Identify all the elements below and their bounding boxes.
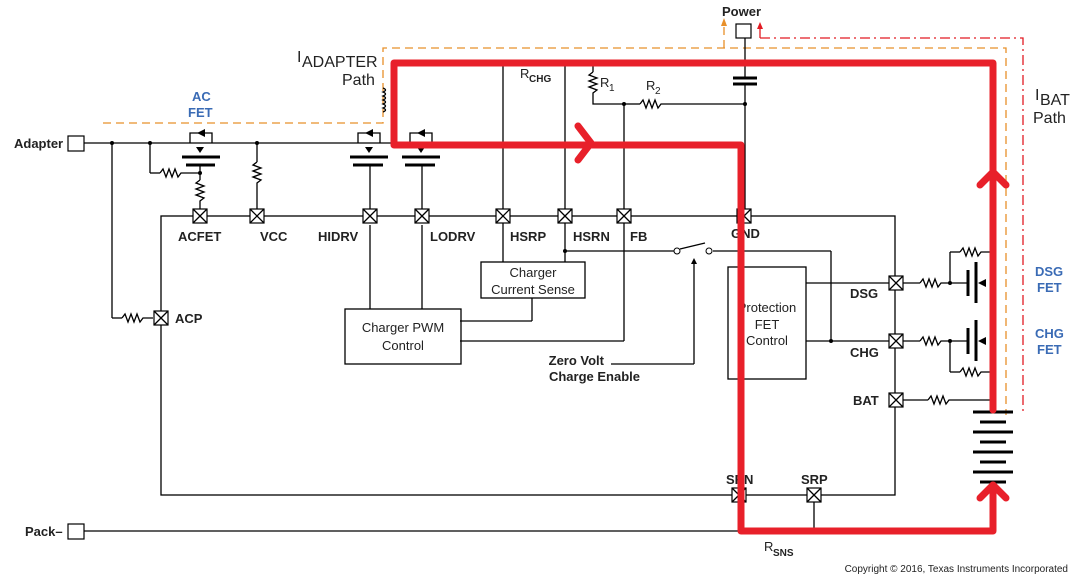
pin-gnd: GND: [731, 226, 760, 241]
pwm-line1: Charger PWM: [362, 320, 444, 335]
battery-symbol: [973, 410, 1013, 484]
chg-fet-symbol: [966, 320, 986, 361]
charger-pwm-control-block: [344, 308, 462, 365]
inductor: [381, 87, 387, 113]
rchg-R: R: [520, 66, 529, 81]
r1-R: R: [600, 75, 609, 90]
pin-acfet: ACFET: [178, 229, 221, 244]
pin-hidrv: HIDRV: [318, 229, 359, 244]
pin-chg: CHG: [850, 345, 879, 360]
ac-fet-label-2: FET: [188, 105, 213, 120]
feedback-wiring: [502, 30, 757, 209]
rsns-sub: SNS: [773, 548, 794, 559]
dsg-fet-symbol: [966, 262, 986, 303]
adapter-path-outline: [103, 22, 1007, 415]
pin-vcc: VCC: [260, 229, 288, 244]
rsns-R: R: [764, 539, 773, 554]
current-sense-line1: Charger: [510, 265, 558, 280]
highlighted-current-path: [390, 59, 1010, 535]
ibat-path: Path: [1033, 110, 1066, 127]
top-pins: [192, 208, 752, 224]
dsg-fet-label-1: DSG: [1035, 264, 1063, 279]
rchg-sub: CHG: [529, 74, 551, 85]
internal-wiring: [460, 223, 889, 365]
pin-hsrn: HSRN: [573, 229, 610, 244]
right-pins: [888, 275, 904, 408]
dsg-fet-label-2: FET: [1037, 280, 1062, 295]
power-terminal: [735, 23, 752, 39]
r2-sub: 2: [655, 86, 661, 97]
zero-volt-line2: Charge Enable: [549, 369, 640, 384]
adapter-terminal: [67, 135, 85, 152]
iadapter-I: I: [297, 49, 301, 66]
r2-R: R: [646, 78, 655, 93]
ibat-sub: BAT: [1040, 92, 1070, 109]
pack-minus-label: Pack–: [25, 524, 63, 539]
pin-lodrv: LODRV: [430, 229, 476, 244]
chg-fet-label-2: FET: [1037, 342, 1062, 357]
pin-fb: FB: [630, 229, 647, 244]
adapter-wiring: [84, 142, 423, 324]
ibat-I: I: [1035, 87, 1039, 104]
adapter-path-arrow: [721, 18, 727, 26]
adapter-label: Adapter: [14, 136, 63, 151]
bat-path-outline: [759, 28, 1024, 415]
pin-bat: BAT: [853, 393, 879, 408]
ac-fet-label-1: AC: [192, 89, 211, 104]
protection-fets-wiring: [903, 246, 990, 406]
copyright: Copyright © 2016, Texas Instruments Inco…: [845, 564, 1068, 575]
charger-current-sense-block: [480, 261, 586, 299]
protection-fet-control-block: [727, 266, 807, 380]
high-side-fet-symbol: [350, 129, 388, 167]
protection-line3: Control: [746, 333, 788, 348]
ac-fet-symbol: [182, 129, 220, 167]
current-sense-line2: Current Sense: [491, 282, 575, 297]
iadapter-path: Path: [342, 72, 375, 89]
chg-fet-label-1: CHG: [1035, 326, 1064, 341]
r1-sub: 1: [609, 83, 615, 94]
pin-acp: ACP: [175, 311, 203, 326]
zero-volt-line1: Zero Volt: [549, 353, 605, 368]
pwm-line2: Control: [382, 338, 424, 353]
protection-line1: Protection: [738, 300, 797, 315]
pack-minus-terminal: [67, 523, 85, 540]
pin-dsg: DSG: [850, 286, 878, 301]
iadapter-sub: ADAPTER: [302, 54, 378, 71]
sense-wiring: [84, 502, 990, 532]
protection-line2: FET: [755, 317, 780, 332]
bat-path-arrow: [757, 22, 763, 29]
pin-srp: SRP: [801, 472, 828, 487]
pin-hsrp: HSRP: [510, 229, 546, 244]
ic-outline: [160, 215, 896, 496]
power-label: Power: [722, 4, 761, 19]
